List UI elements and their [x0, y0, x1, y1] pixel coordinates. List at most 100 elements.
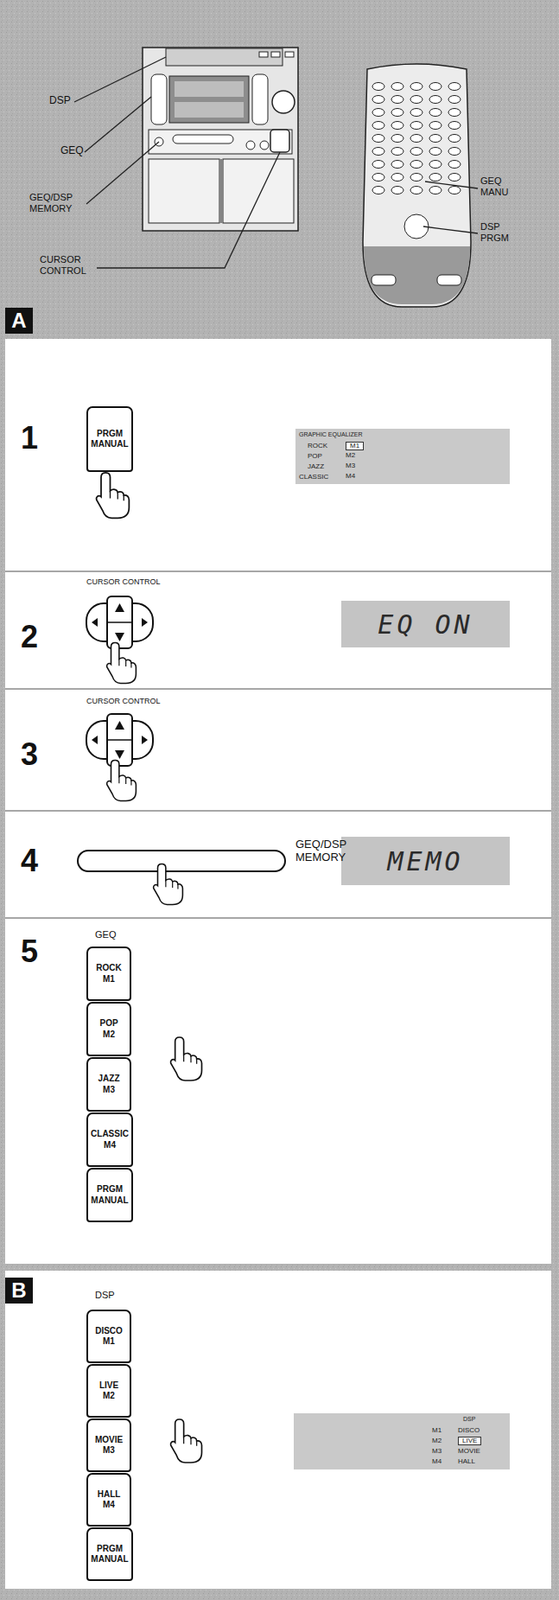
- illustration-part: [448, 186, 461, 195]
- illustration-part: [429, 186, 442, 195]
- node-text: DISCO M1: [95, 1325, 123, 1347]
- illustration-part: [391, 121, 404, 130]
- prgm-button: PRGM MANUAL: [86, 406, 134, 472]
- illustration-part: [165, 48, 283, 66]
- node-text: CLASSIC: [298, 473, 329, 481]
- preset-button: DISCO M1: [86, 1308, 132, 1363]
- panel-a: [5, 338, 552, 1264]
- node-text: MEMO: [387, 845, 464, 877]
- part-label: GEQ MANU: [480, 175, 509, 197]
- node-text: EQ ON: [377, 609, 473, 640]
- finger: [107, 642, 137, 684]
- illustration-part: [151, 74, 167, 125]
- row-dividers: [5, 571, 552, 918]
- geq-display: GRAPHIC EQUALIZERROCKM1POPM2JAZZM3CLASSI…: [295, 428, 510, 484]
- stereo-unit: [142, 47, 299, 231]
- node-text: M4: [431, 1457, 442, 1465]
- node-text: DISCO: [457, 1426, 480, 1434]
- illustration-part: [372, 82, 385, 91]
- illustration-part: [410, 147, 423, 156]
- illustration-part: [74, 57, 166, 102]
- node-text: HALL: [457, 1457, 476, 1465]
- illustration-part: [448, 160, 461, 169]
- panel-b: [5, 1270, 552, 1589]
- part-label: GEQ/DSP MEMORY: [29, 191, 73, 214]
- illustration-part: [448, 121, 461, 130]
- illustration-part: [372, 173, 385, 182]
- node-text: JAZZ M3: [98, 1073, 121, 1095]
- preset-button: CLASSIC M4: [86, 1111, 134, 1167]
- node-text: POP: [307, 452, 323, 460]
- node-text: M2: [431, 1436, 442, 1444]
- memory-button: [77, 850, 286, 871]
- illustration-part: [5, 916, 552, 919]
- node-text: MOVIE M3: [95, 1434, 123, 1456]
- cursor-pad: [86, 596, 153, 648]
- node-text: PRGM MANUAL: [90, 1543, 128, 1565]
- node-text: GRAPHIC EQUALIZER: [298, 431, 363, 438]
- cursor-pad: [86, 713, 153, 766]
- illustration-part: [169, 76, 249, 123]
- display: EQ ON: [341, 600, 510, 648]
- illustration-part: [271, 51, 280, 58]
- illustration-part: [391, 82, 404, 91]
- illustration-part: [429, 121, 442, 130]
- node-text: M1: [345, 441, 364, 451]
- illustration-part: [174, 81, 244, 97]
- leader-lines: [74, 57, 478, 268]
- illustration-part: [410, 160, 423, 169]
- illustration-part: [172, 134, 234, 144]
- illustration-part: [391, 108, 404, 117]
- illustration-part: [437, 274, 462, 286]
- illustration-part: [429, 173, 442, 182]
- node-text: CLASSIC M4: [90, 1128, 129, 1150]
- illustration-part: [423, 226, 478, 234]
- illustration-part: [410, 134, 423, 143]
- illustration-part: [246, 140, 255, 150]
- illustration-part: [429, 82, 442, 91]
- illustration-part: [410, 173, 423, 182]
- illustration-part: [372, 160, 385, 169]
- illustration-part: [391, 173, 404, 182]
- illustration-part: [86, 141, 159, 204]
- part-label: DSP PRGM: [480, 221, 509, 243]
- step-number: 4: [20, 842, 39, 878]
- node-text: POP M2: [100, 1017, 119, 1040]
- illustration-part: [96, 152, 280, 268]
- illustration-part: [5, 570, 552, 572]
- preset-button: MOVIE M3: [86, 1417, 132, 1472]
- preset-button: JAZZ M3: [86, 1056, 132, 1112]
- part-label: CURSOR CONTROL: [86, 577, 161, 586]
- illustration-part: [410, 186, 423, 195]
- finger: [96, 472, 130, 519]
- illustration-part: [410, 82, 423, 91]
- node-text: PRGM MANUAL: [90, 428, 128, 451]
- illustration-part: [429, 134, 442, 143]
- node-text: MOVIE: [457, 1447, 481, 1455]
- node-text: B: [11, 1277, 26, 1303]
- node-text: HALL M4: [97, 1488, 121, 1511]
- dsp-display: DSPM1DISCOM2LIVEM3MOVIEM4HALL: [293, 1412, 510, 1469]
- illustration-part: [142, 47, 299, 231]
- illustration-part: [260, 140, 269, 150]
- step-number: 1: [20, 419, 39, 456]
- illustration-part: [372, 108, 385, 117]
- illustration-part: [372, 95, 385, 104]
- illustration-part: [448, 173, 461, 182]
- illustration-part: [174, 101, 244, 118]
- node-text: DSP: [463, 1415, 476, 1422]
- illustration-part: [391, 186, 404, 195]
- node-text: M3: [431, 1447, 442, 1455]
- illustration-part: [84, 96, 152, 153]
- node-text: ROCK: [307, 442, 328, 450]
- illustration-part: [252, 74, 268, 125]
- node-text: JAZZ: [307, 463, 324, 471]
- illustration-part: [429, 160, 442, 169]
- part-label: CURSOR CONTROL: [86, 696, 161, 706]
- illustration-part: [448, 134, 461, 143]
- preset-button: PRGM MANUAL: [86, 1167, 134, 1222]
- illustration-part: [372, 147, 385, 156]
